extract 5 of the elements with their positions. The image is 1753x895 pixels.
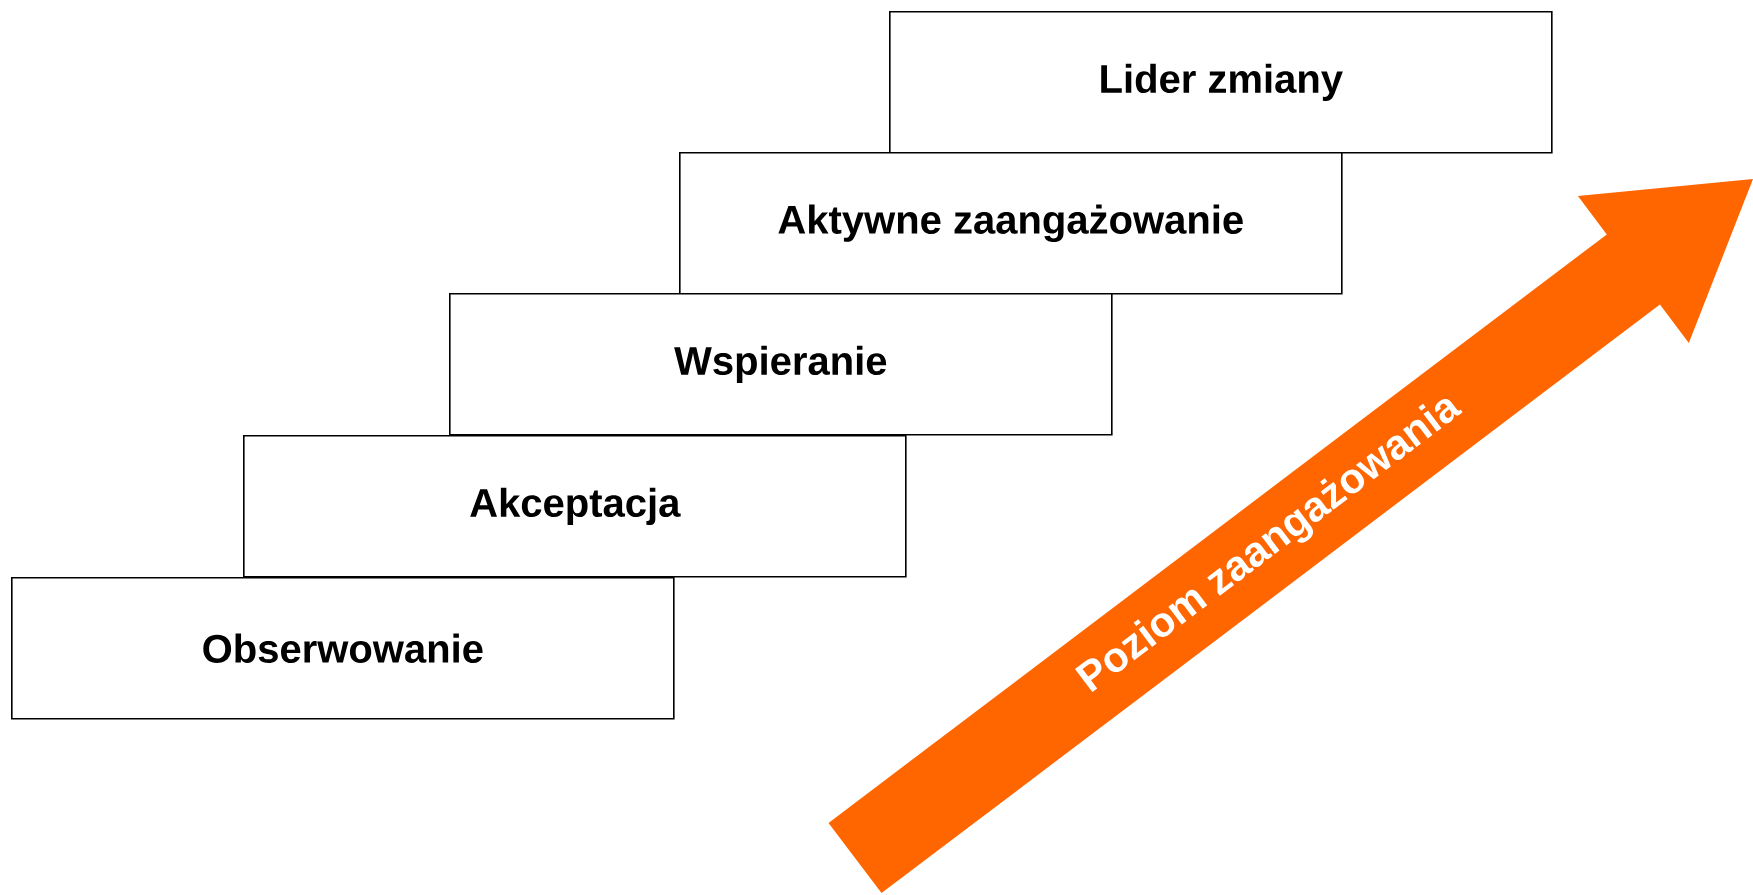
step-box: Obserwowanie: [11, 577, 675, 720]
step-box: Wspieranie: [449, 293, 1113, 436]
step-box: Akceptacja: [243, 435, 907, 578]
step-box: Aktywne zaangażowanie: [679, 152, 1343, 295]
step-box: Lider zmiany: [889, 11, 1553, 154]
